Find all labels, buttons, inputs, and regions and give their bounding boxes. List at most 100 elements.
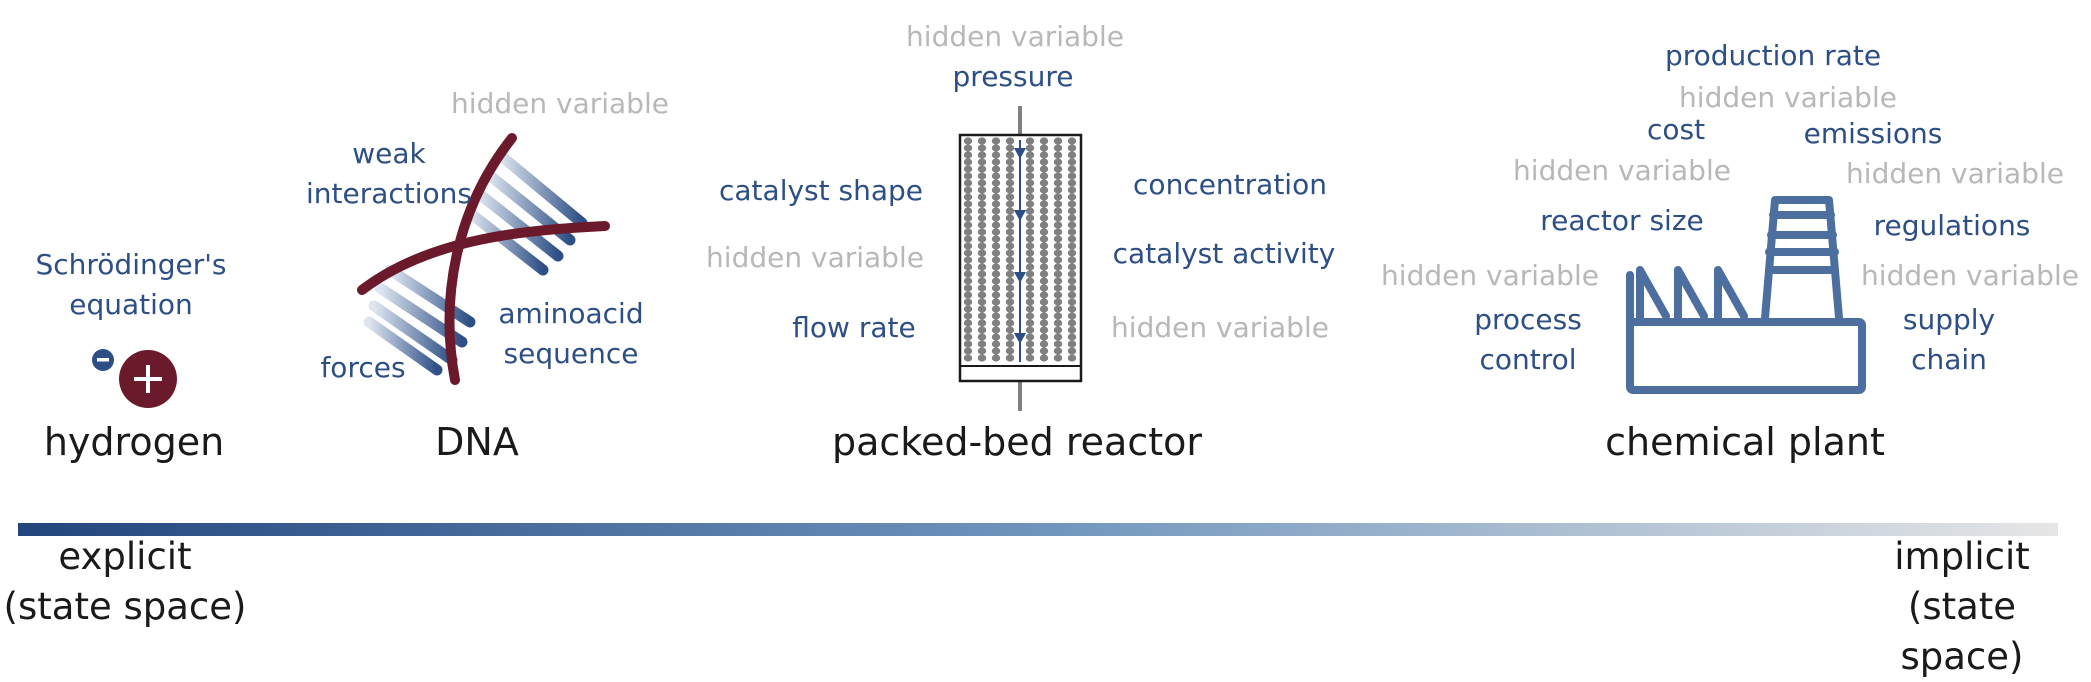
catalyst-bead <box>1025 312 1035 320</box>
catalyst-bead <box>1025 354 1035 362</box>
catalyst-bead <box>1025 263 1035 271</box>
catalyst-bead <box>1067 291 1077 299</box>
catalyst-bead <box>1039 158 1049 166</box>
catalyst-bead <box>1025 200 1035 208</box>
catalyst-bead <box>1025 228 1035 236</box>
catalyst-bead <box>963 298 973 306</box>
catalyst-bead <box>1005 228 1015 236</box>
catalyst-bead <box>1053 256 1063 264</box>
catalyst-bead <box>991 270 1001 278</box>
catalyst-bead <box>1025 179 1035 187</box>
catalyst-bead <box>991 249 1001 257</box>
catalyst-bead <box>1039 312 1049 320</box>
catalyst-bead <box>963 200 973 208</box>
catalyst-bead <box>1005 200 1015 208</box>
catalyst-bead <box>991 319 1001 327</box>
catalyst-bead <box>977 179 987 187</box>
catalyst-bead <box>1053 144 1063 152</box>
catalyst-bead <box>977 186 987 194</box>
catalyst-bead <box>977 144 987 152</box>
catalyst-bead <box>1067 179 1077 187</box>
catalyst-bead <box>1053 214 1063 222</box>
catalyst-bead <box>1067 144 1077 152</box>
catalyst-bead <box>977 270 987 278</box>
catalyst-bead <box>977 200 987 208</box>
catalyst-bead <box>977 207 987 215</box>
catalyst-bead <box>1005 340 1015 348</box>
catalyst-bead <box>1053 347 1063 355</box>
catalyst-bead <box>1025 221 1035 229</box>
catalyst-bead <box>1053 326 1063 334</box>
packed-bed-reactor-icon <box>958 106 1083 411</box>
catalyst-bead <box>1039 172 1049 180</box>
catalyst-bead <box>1053 263 1063 271</box>
catalyst-bead <box>963 263 973 271</box>
catalyst-bead <box>1067 228 1077 236</box>
catalyst-bead <box>1025 305 1035 313</box>
catalyst-bead <box>1039 326 1049 334</box>
dna-hidden-variable-label: hidden variable <box>451 87 669 120</box>
catalyst-bead <box>991 179 1001 187</box>
catalyst-bead <box>991 200 1001 208</box>
catalyst-bead <box>991 172 1001 180</box>
catalyst-bead <box>1053 291 1063 299</box>
catalyst-bead <box>1025 270 1035 278</box>
catalyst-bead <box>991 151 1001 159</box>
catalyst-bead <box>1005 347 1015 355</box>
plant-hidden-variable-left: hidden variable <box>1381 259 1599 292</box>
dna-helix-icon <box>357 133 610 385</box>
catalyst-bed <box>963 137 1077 362</box>
catalyst-bead <box>1053 319 1063 327</box>
catalyst-bead <box>977 263 987 271</box>
catalyst-bead <box>1025 186 1035 194</box>
catalyst-bead <box>1067 151 1077 159</box>
catalyst-bead <box>1067 165 1077 173</box>
catalyst-bead <box>1039 305 1049 313</box>
catalyst-bead <box>1053 249 1063 257</box>
catalyst-bead <box>963 221 973 229</box>
catalyst-bead <box>991 207 1001 215</box>
catalyst-bead <box>991 235 1001 243</box>
catalyst-bead <box>1067 249 1077 257</box>
catalyst-bead <box>977 277 987 285</box>
catalyst-bead <box>1005 326 1015 334</box>
catalyst-bead <box>1005 186 1015 194</box>
catalyst-bead <box>991 340 1001 348</box>
catalyst-bead <box>977 291 987 299</box>
catalyst-bead <box>1067 235 1077 243</box>
catalyst-bead <box>1025 319 1035 327</box>
catalyst-bead <box>1025 277 1035 285</box>
catalyst-bead <box>1025 284 1035 292</box>
catalyst-bead <box>1053 172 1063 180</box>
catalyst-bead <box>1067 256 1077 264</box>
catalyst-bead <box>1039 347 1049 355</box>
catalyst-bead <box>1053 284 1063 292</box>
catalyst-bead <box>963 158 973 166</box>
catalyst-bead <box>963 172 973 180</box>
catalyst-bead <box>963 312 973 320</box>
catalyst-bead <box>1067 305 1077 313</box>
catalyst-bead <box>1067 284 1077 292</box>
catalyst-bead <box>1039 263 1049 271</box>
catalyst-bead <box>991 256 1001 264</box>
catalyst-bead <box>977 256 987 264</box>
catalyst-bead <box>963 340 973 348</box>
catalyst-bead <box>977 347 987 355</box>
catalyst-bead <box>1025 214 1035 222</box>
catalyst-bead <box>1067 214 1077 222</box>
plant-cost-label: cost <box>1646 113 1706 146</box>
catalyst-bead <box>977 340 987 348</box>
catalyst-bead <box>1053 200 1063 208</box>
dna-title: DNA <box>435 420 519 464</box>
catalyst-bead <box>1053 165 1063 173</box>
catalyst-bead <box>1025 298 1035 306</box>
catalyst-bead <box>1025 291 1035 299</box>
catalyst-bead <box>1053 158 1063 166</box>
catalyst-bead <box>1005 333 1015 341</box>
catalyst-bead <box>1067 200 1077 208</box>
catalyst-bead <box>1025 207 1035 215</box>
catalyst-bead <box>1025 340 1035 348</box>
catalyst-bead <box>1025 249 1035 257</box>
